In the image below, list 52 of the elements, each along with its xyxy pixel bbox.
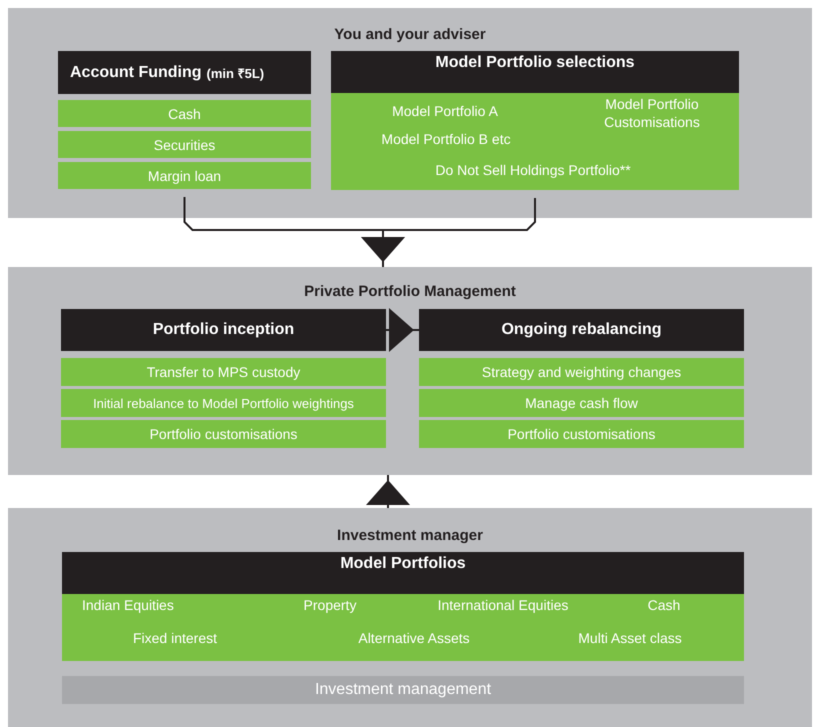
item-text: Transfer to MPS custody bbox=[146, 364, 300, 380]
item-bar bbox=[58, 131, 311, 158]
item-text: Model Portfolio A bbox=[392, 102, 498, 120]
header-title: Model Portfolio selections bbox=[435, 54, 635, 72]
item-panel bbox=[331, 93, 739, 190]
item-text: Model Portfolio Customisations bbox=[603, 95, 701, 131]
section-title: You and your adviser bbox=[334, 26, 486, 43]
item-bar bbox=[61, 358, 386, 386]
header-title: Ongoing rebalancing bbox=[501, 321, 662, 339]
header-bar bbox=[62, 552, 744, 594]
item-bar bbox=[419, 358, 744, 386]
item-panel bbox=[62, 594, 744, 661]
item-text: Cash bbox=[168, 106, 201, 122]
arrow bbox=[386, 308, 419, 352]
section-band bbox=[8, 8, 812, 218]
item-text: Portfolio customisations bbox=[150, 426, 298, 442]
item-text: Do Not Sell Holdings Portfolio** bbox=[435, 161, 631, 179]
header-title: Account Funding bbox=[70, 64, 202, 82]
item-text: Portfolio customisations bbox=[508, 426, 656, 442]
section-title: Investment manager bbox=[337, 527, 483, 544]
header-bar bbox=[61, 309, 386, 351]
item-text: Property bbox=[304, 596, 356, 614]
item-bar bbox=[58, 162, 311, 189]
item-bar bbox=[419, 389, 744, 417]
arrow bbox=[366, 475, 410, 508]
item-text: International Equities bbox=[438, 596, 568, 614]
item-bar bbox=[419, 420, 744, 448]
header-bar bbox=[58, 51, 311, 94]
item-text: Manage cash flow bbox=[525, 395, 638, 411]
item-bar bbox=[61, 420, 386, 448]
item-text: Fixed interest bbox=[132, 629, 218, 647]
section-band bbox=[8, 508, 812, 727]
item-text: Initial rebalance to Model Portfolio weightings bbox=[93, 396, 354, 410]
item-text: Model Portfolio B etc bbox=[381, 130, 511, 148]
item-text: Strategy and weighting changes bbox=[482, 364, 682, 380]
section-band bbox=[8, 267, 812, 475]
header-bar bbox=[331, 51, 739, 93]
item-text: Indian Equities bbox=[82, 596, 174, 614]
item-text: Alternative Assets bbox=[358, 629, 470, 647]
header-note: (min ₹5L) bbox=[206, 64, 264, 82]
item-text: Cash bbox=[648, 596, 680, 614]
item-text: Securities bbox=[154, 136, 216, 152]
header-bar bbox=[419, 309, 744, 351]
item-text: Multi Asset class bbox=[578, 629, 682, 647]
item-bar bbox=[58, 100, 311, 127]
section-title: Private Portfolio Management bbox=[304, 283, 516, 300]
item-text: Margin loan bbox=[148, 168, 222, 184]
item-bar bbox=[61, 389, 386, 417]
item-text: Investment management bbox=[314, 681, 492, 699]
header-title: Portfolio inception bbox=[152, 321, 294, 339]
header-title: Model Portfolios bbox=[340, 555, 466, 573]
arrow bbox=[361, 198, 536, 267]
